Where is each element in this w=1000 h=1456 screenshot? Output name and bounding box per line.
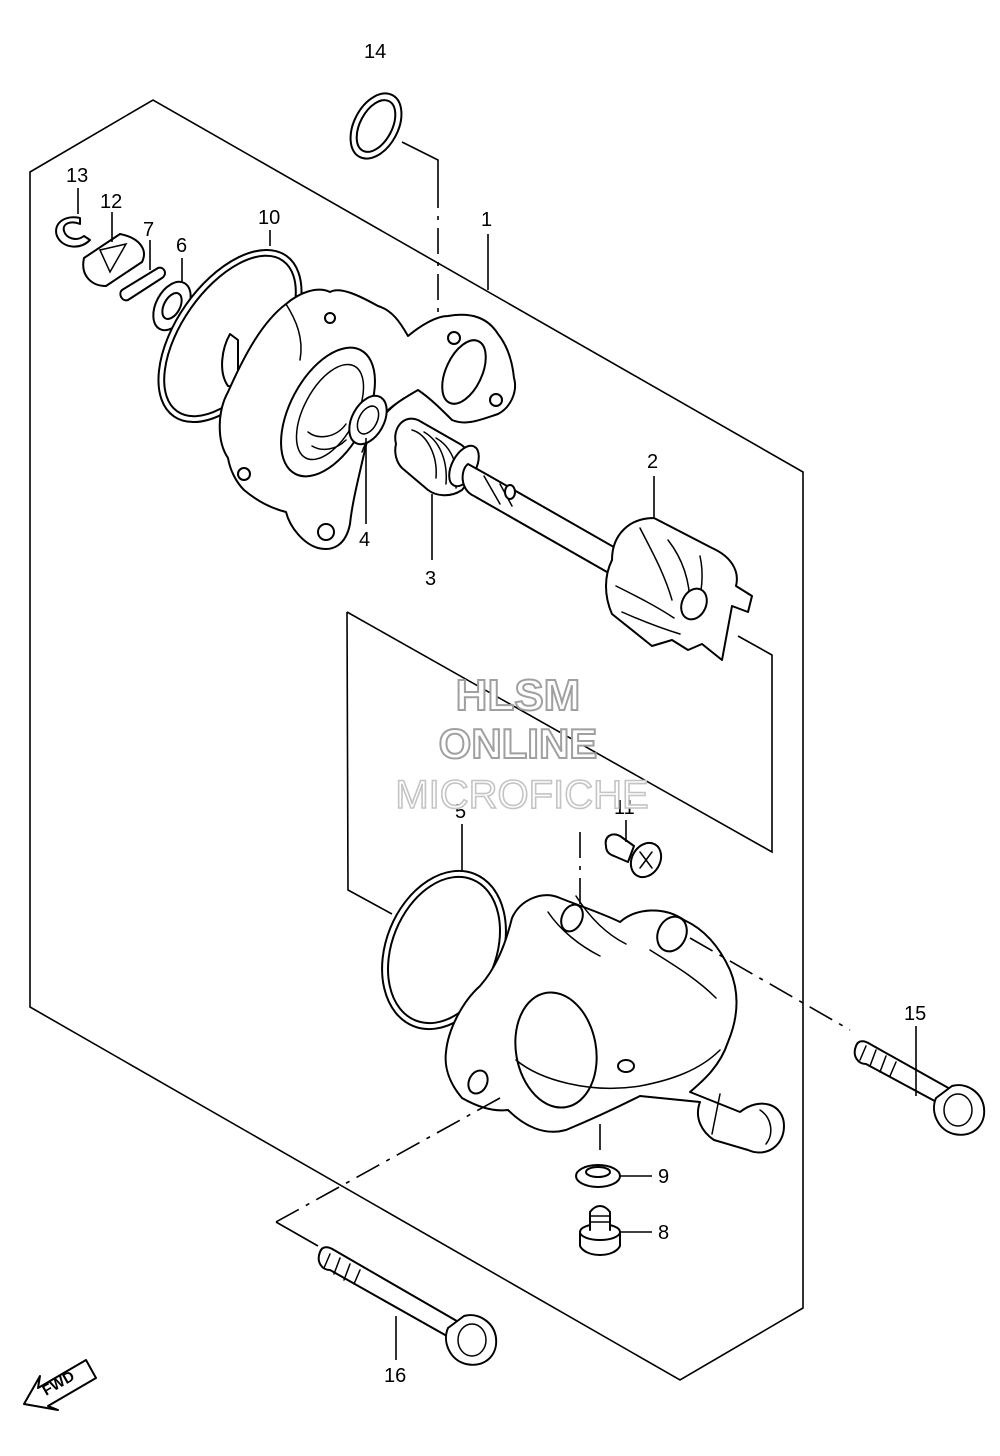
assembly-frame bbox=[29, 99, 804, 1381]
watermark-line-1: HLSM bbox=[456, 671, 581, 720]
circlip-13 bbox=[55, 216, 91, 248]
callout-11: 11 bbox=[614, 797, 635, 819]
callout-2: 2 bbox=[647, 451, 658, 473]
screw-11 bbox=[604, 833, 663, 879]
watermark-line-2: ONLINE bbox=[439, 720, 598, 767]
pump-body bbox=[444, 894, 785, 1154]
leader-16-elbow bbox=[275, 1221, 319, 1247]
bolt-15 bbox=[853, 1040, 986, 1136]
pin-7 bbox=[119, 266, 166, 302]
watermark: HLSM ONLINE MICROFICHE bbox=[395, 670, 650, 818]
watermark-line-3: MICROFICHE bbox=[395, 773, 648, 817]
oil-seal-4 bbox=[348, 394, 388, 446]
inner-group-frame bbox=[346, 611, 773, 915]
fwd-direction-arrow: FWD bbox=[23, 1359, 97, 1411]
o-ring-14 bbox=[349, 92, 403, 160]
callout-13: 13 bbox=[66, 165, 88, 187]
callout-4: 4 bbox=[359, 529, 370, 551]
washer-9 bbox=[575, 1164, 621, 1188]
callout-15: 15 bbox=[904, 1003, 926, 1025]
callout-10: 10 bbox=[258, 207, 280, 229]
callout-9: 9 bbox=[658, 1166, 669, 1188]
callout-16: 16 bbox=[384, 1365, 406, 1387]
callout-3: 3 bbox=[425, 568, 436, 590]
callout-14: 14 bbox=[364, 41, 386, 63]
o-ring-5 bbox=[381, 869, 507, 1031]
callout-7: 7 bbox=[143, 219, 154, 241]
callout-8: 8 bbox=[658, 1222, 669, 1244]
centerline-16 bbox=[275, 1097, 501, 1223]
leader-14 bbox=[401, 141, 439, 182]
centerline-15 bbox=[689, 937, 851, 1031]
impeller-2 bbox=[461, 463, 753, 661]
bolt-16 bbox=[317, 1246, 498, 1366]
drain-bolt-8 bbox=[579, 1205, 621, 1256]
callout-12: 12 bbox=[100, 191, 122, 213]
callout-6: 6 bbox=[176, 235, 187, 257]
callout-5: 5 bbox=[455, 801, 466, 823]
collar-12 bbox=[82, 233, 145, 287]
callout-1: 1 bbox=[481, 209, 492, 231]
